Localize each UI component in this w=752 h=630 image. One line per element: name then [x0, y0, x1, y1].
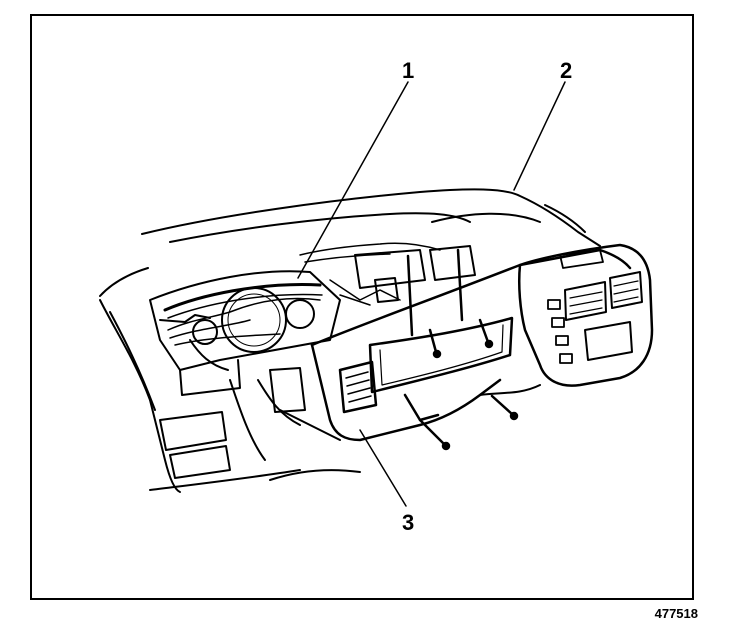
- cluster-bezel: [310, 248, 632, 442]
- right-dash-panel: [517, 243, 654, 387]
- figure-number: 477518: [654, 606, 698, 621]
- center-upper-components: [354, 245, 476, 337]
- instrument-cluster: [149, 270, 341, 396]
- screws: [418, 318, 519, 451]
- callout-3: 3: [402, 510, 415, 535]
- lower-center-trim: [257, 367, 541, 441]
- leader-lines: [297, 81, 566, 507]
- callout-2: 2: [560, 58, 573, 83]
- callout-1: 1: [402, 58, 415, 83]
- leader-line-2: [513, 81, 566, 191]
- dash-pad: [99, 188, 601, 297]
- leader-line-3: [359, 429, 407, 507]
- leader-line-1: [297, 81, 409, 279]
- wiring-harness: [167, 242, 441, 346]
- left-panel-trim: [99, 299, 361, 493]
- diagram-frame: [30, 14, 694, 600]
